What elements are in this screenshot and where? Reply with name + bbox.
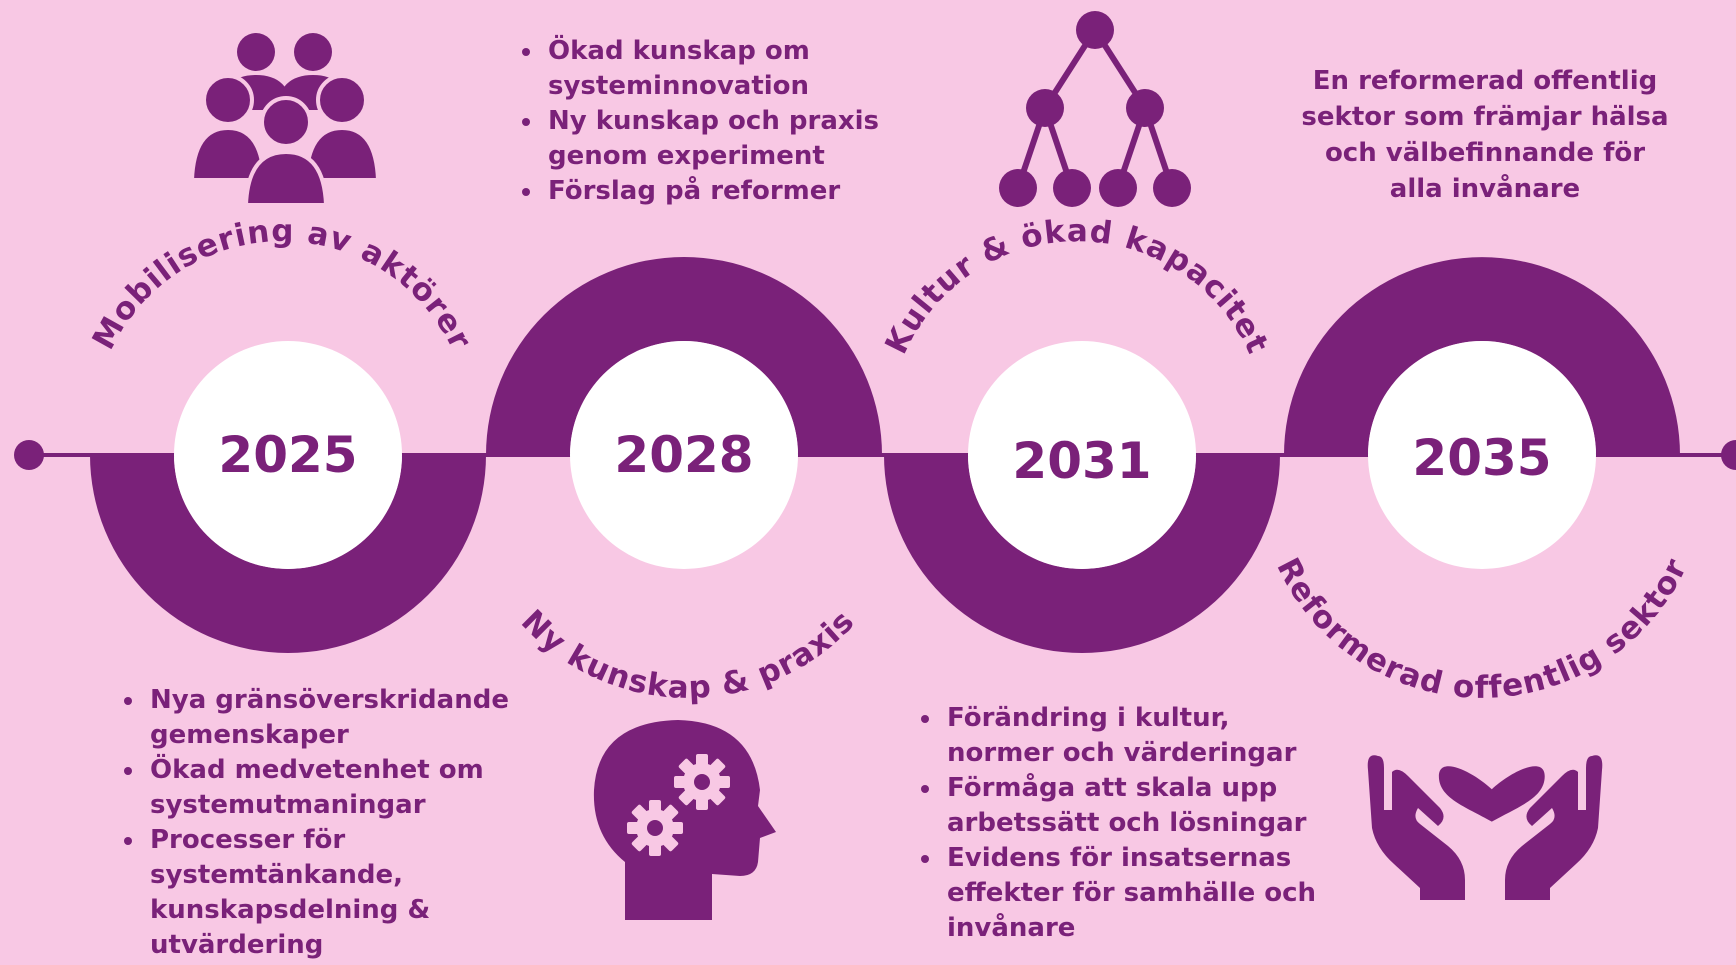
year-label-2025: 2025 xyxy=(218,426,357,484)
timeline-end-dot xyxy=(1721,440,1736,470)
year-circle-2031 xyxy=(968,341,1196,569)
year-label-2035: 2035 xyxy=(1412,429,1551,487)
head-gears-icon xyxy=(593,720,776,920)
people-group-icon xyxy=(189,33,381,207)
list-item: Förändring i kultur, normer och värderin… xyxy=(943,701,1343,771)
vision-2035-text: En reformerad offentlig sektor som främj… xyxy=(1301,66,1669,204)
list-item: Nya gränsöverskridande gemenskaper xyxy=(146,683,546,753)
milestone-title-2028: Ny kunskap & praxis xyxy=(514,603,862,706)
year-label-2028: 2028 xyxy=(614,426,753,484)
segment-2035-upper-arc xyxy=(1284,257,1680,455)
milestone-title-2025: Mobilisering av aktörer xyxy=(86,213,479,355)
list-item: Evidens för insatsernas effekter för sam… xyxy=(943,841,1343,946)
list-item: Processer för systemtänkande, kunskapsde… xyxy=(146,823,546,963)
outcomes-2025-list: Nya gränsöverskridande gemenskaper Ökad … xyxy=(118,683,546,963)
year-label-2031: 2031 xyxy=(1012,432,1151,490)
year-circle-2025 xyxy=(174,341,402,569)
list-item: Ökad medvetenhet om systemutmaningar xyxy=(146,753,546,823)
network-tree-icon xyxy=(999,11,1191,207)
list-item: Ökad kunskap om systeminnovation xyxy=(544,34,924,104)
year-circle-2028 xyxy=(570,341,798,569)
outcomes-2028-list: Ökad kunskap om systeminnovation Ny kuns… xyxy=(516,34,924,209)
segment-2028-upper-arc xyxy=(486,257,882,455)
hands-heart-icon xyxy=(1367,755,1603,900)
list-item: Förslag på reformer xyxy=(544,174,924,209)
list-item: Ny kunskap och praxis genom experiment xyxy=(544,104,924,174)
list-item: Förmåga att skala upp arbetssätt och lös… xyxy=(943,771,1343,841)
year-circle-2035 xyxy=(1368,341,1596,569)
timeline-start-dot xyxy=(14,440,44,470)
milestone-title-2035: Reformerad offentlig sektor xyxy=(1269,552,1694,706)
gear-icon xyxy=(627,800,683,856)
milestone-title-2031: Kultur & ökad kapacitet xyxy=(878,213,1275,359)
segment-2025-lower-arc xyxy=(90,455,486,653)
gear-icon xyxy=(674,754,730,810)
outcomes-2031-list: Förändring i kultur, normer och värderin… xyxy=(915,701,1343,946)
segment-2031-lower-arc xyxy=(884,455,1280,653)
